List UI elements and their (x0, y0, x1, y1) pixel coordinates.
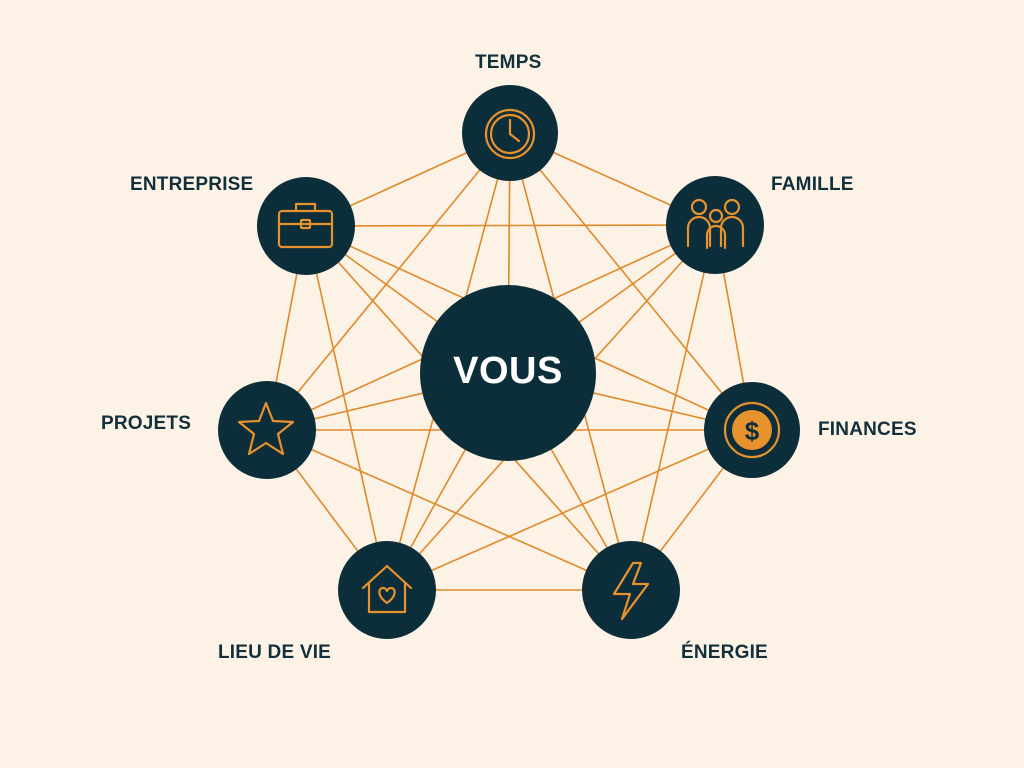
label-energie: ÉNERGIE (681, 642, 768, 663)
briefcase-icon (277, 202, 334, 249)
label-finances: FINANCES (818, 419, 917, 440)
dollar-coin-icon: $ (723, 401, 781, 459)
edge-temps-projets (266, 132, 511, 431)
edge-energie-projets (266, 429, 632, 591)
label-entreprise: ENTREPRISE (130, 174, 254, 195)
home-heart-icon (361, 564, 413, 614)
node-energie (582, 541, 680, 639)
label-projets: PROJETS (101, 413, 192, 434)
node-famille (666, 176, 764, 274)
family-icon (686, 198, 745, 250)
node-temps (462, 85, 558, 181)
svg-text:$: $ (745, 416, 760, 446)
edge-temps-finances (509, 132, 753, 431)
label-temps: TEMPS (475, 52, 542, 73)
edge-famille-entreprise (305, 224, 716, 227)
node-lieu-de-vie (338, 541, 436, 639)
edge-famille-energie (630, 224, 716, 591)
center-label: VOUS (453, 350, 563, 392)
node-projets (218, 381, 316, 479)
label-famille: FAMILLE (771, 174, 854, 195)
star-icon (237, 401, 295, 456)
label-lieu-de-vie: LIEU DE VIE (218, 642, 332, 663)
node-finances: $ (704, 382, 800, 478)
edge-finances-lieu (386, 429, 753, 591)
edge-lieu-entreprise (305, 225, 388, 591)
lightning-icon (612, 561, 650, 621)
center-node (420, 285, 596, 461)
clock-icon (484, 108, 536, 160)
node-entreprise (257, 177, 355, 275)
